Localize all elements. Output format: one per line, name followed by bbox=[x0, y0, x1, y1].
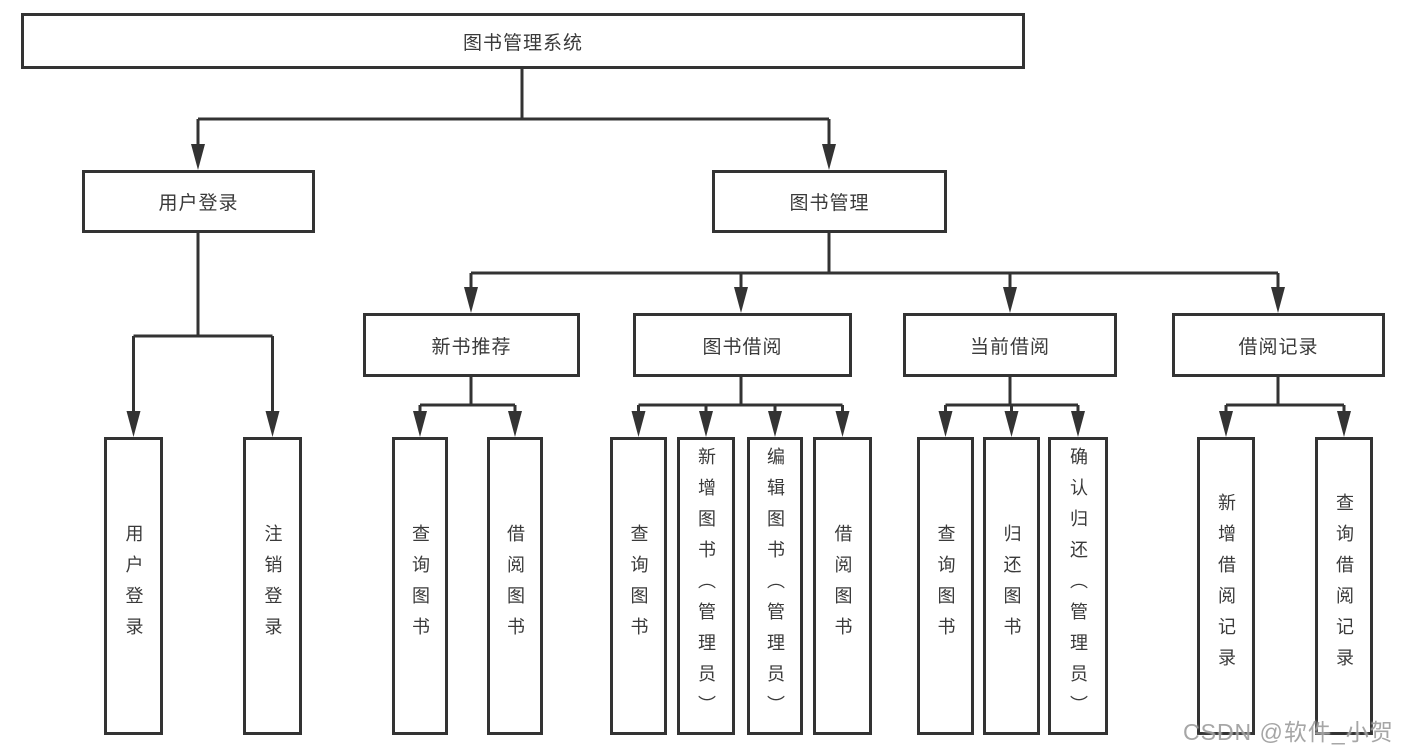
leaf-label: 查询图书 bbox=[410, 524, 430, 648]
node-label: 用户登录 bbox=[158, 193, 239, 214]
leaf-records-add-record: 新增借阅记录 bbox=[1197, 437, 1255, 735]
node-label: 图书管理系统 bbox=[462, 32, 583, 54]
node-label: 借阅记录 bbox=[1238, 336, 1319, 358]
csdn-watermark: CSDN @软件_小贺同学 bbox=[1183, 719, 1394, 745]
node-current-borrowing: 当前借阅 bbox=[903, 313, 1117, 377]
leaf-label: 查询借阅记录 bbox=[1334, 493, 1354, 679]
leaf-label: 用户登录 bbox=[123, 524, 144, 648]
leaf-borrowing-add-books-admin: 新增图书（管理员） bbox=[677, 437, 735, 735]
leaf-recommend-query-books: 查询图书 bbox=[392, 437, 448, 735]
node-new-book-recommend: 新书推荐 bbox=[363, 313, 580, 377]
node-user-login: 用户登录 bbox=[82, 170, 315, 233]
node-library-system: 图书管理系统 bbox=[21, 13, 1025, 69]
leaf-label: 注销登录 bbox=[262, 524, 283, 648]
leaf-label: 编辑图书（管理员） bbox=[765, 446, 785, 726]
node-book-borrowing: 图书借阅 bbox=[633, 313, 852, 377]
node-borrowing-records: 借阅记录 bbox=[1172, 313, 1385, 377]
leaf-current-query-books: 查询图书 bbox=[917, 437, 974, 735]
node-label: 图书借阅 bbox=[702, 336, 783, 358]
node-label: 当前借阅 bbox=[969, 336, 1050, 358]
leaf-label: 新增图书（管理员） bbox=[696, 446, 716, 726]
leaf-label: 借阅图书 bbox=[832, 524, 853, 648]
leaf-borrowing-query-books: 查询图书 bbox=[610, 437, 667, 735]
node-label: 图书管理 bbox=[789, 193, 870, 214]
leaf-logout: 注销登录 bbox=[243, 437, 302, 735]
leaf-recommend-borrow-books: 借阅图书 bbox=[487, 437, 543, 735]
leaf-label: 新增借阅记录 bbox=[1216, 493, 1236, 679]
leaf-records-query-record: 查询借阅记录 bbox=[1315, 437, 1373, 735]
leaf-label: 归还图书 bbox=[1001, 524, 1022, 648]
leaf-current-return-books: 归还图书 bbox=[983, 437, 1040, 735]
leaf-borrowing-edit-books-admin: 编辑图书（管理员） bbox=[747, 437, 803, 735]
leaf-user-login: 用户登录 bbox=[104, 437, 163, 735]
leaf-current-confirm-return-admin: 确认归还（管理员） bbox=[1048, 437, 1108, 735]
leaf-label: 查询图书 bbox=[628, 524, 649, 648]
node-book-management: 图书管理 bbox=[712, 170, 947, 233]
leaf-label: 借阅图书 bbox=[505, 524, 525, 648]
leaf-label: 确认归还（管理员） bbox=[1068, 446, 1088, 726]
leaf-borrowing-borrow-books: 借阅图书 bbox=[813, 437, 872, 735]
node-label: 新书推荐 bbox=[431, 336, 512, 358]
leaf-label: 查询图书 bbox=[935, 524, 956, 648]
